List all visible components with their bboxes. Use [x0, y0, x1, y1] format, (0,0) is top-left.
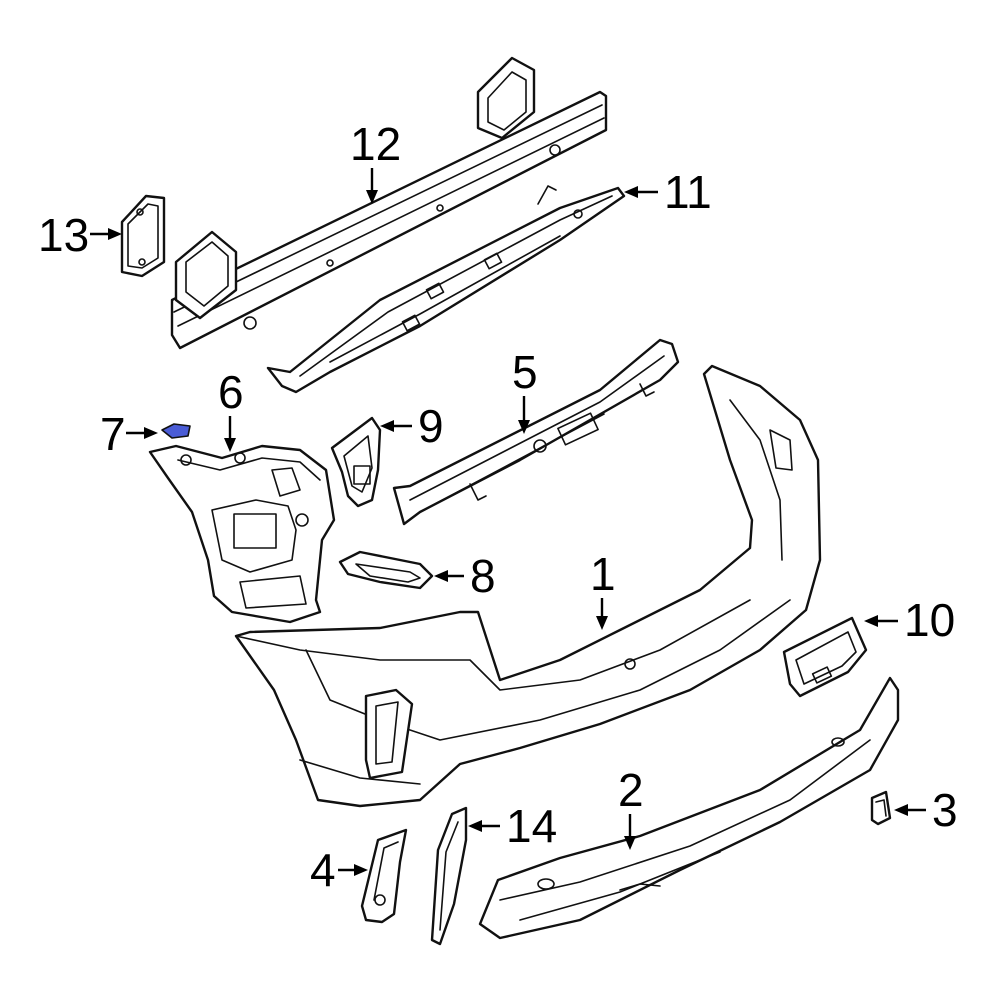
callout-3-arrowhead [894, 804, 908, 816]
callout-11-label: 11 [664, 166, 712, 218]
callout-6-label: 6 [218, 366, 244, 418]
part-8-reflector [338, 550, 434, 590]
callout-8-label: 8 [470, 550, 496, 602]
part-12-impact-bar [170, 56, 608, 350]
callout-7-label: 7 [100, 408, 126, 460]
callout-9-arrowhead [380, 420, 394, 432]
callout-4-label: 4 [310, 844, 336, 896]
part-1-bumper-cover [234, 364, 822, 808]
callout-14-arrowhead [468, 820, 482, 832]
part-9-bracket [330, 416, 382, 508]
callout-2-arrowhead [624, 836, 636, 850]
callout-13-label: 13 [38, 209, 89, 261]
callout-1-label: 1 [590, 548, 616, 600]
callout-2-label: 2 [618, 764, 644, 816]
part-7-clip [161, 423, 191, 439]
callout-5-arrowhead [518, 420, 530, 434]
callout-5-label: 5 [512, 346, 538, 398]
callout-7-arrowhead [144, 427, 158, 439]
callout-12-arrowhead [366, 190, 378, 204]
callout-6-arrowhead [224, 438, 236, 452]
part-6-side-bracket [148, 444, 336, 624]
callout-8-arrowhead [434, 570, 448, 582]
part-10-tow-cover [782, 616, 868, 698]
callout-1-arrowhead [596, 616, 608, 630]
part-2-valance [478, 676, 900, 940]
callout-13-arrowhead [108, 228, 122, 240]
callout-12-label: 12 [350, 118, 401, 170]
part-13-pad [120, 194, 166, 278]
callout-3-label: 3 [932, 784, 958, 836]
part-4-corner-trim [360, 828, 408, 924]
part-3-clip [870, 790, 892, 826]
callout-4-arrowhead [354, 864, 368, 876]
part-14-trim-strip [430, 806, 468, 946]
callout-10-arrowhead [864, 615, 878, 627]
callout-9-label: 9 [418, 400, 444, 452]
callout-14-label: 14 [506, 800, 557, 852]
part-11-upper-support [266, 185, 626, 394]
callout-11-arrowhead [624, 186, 638, 198]
part-5-center-bracket [392, 338, 680, 526]
callout-10-label: 10 [904, 594, 955, 646]
